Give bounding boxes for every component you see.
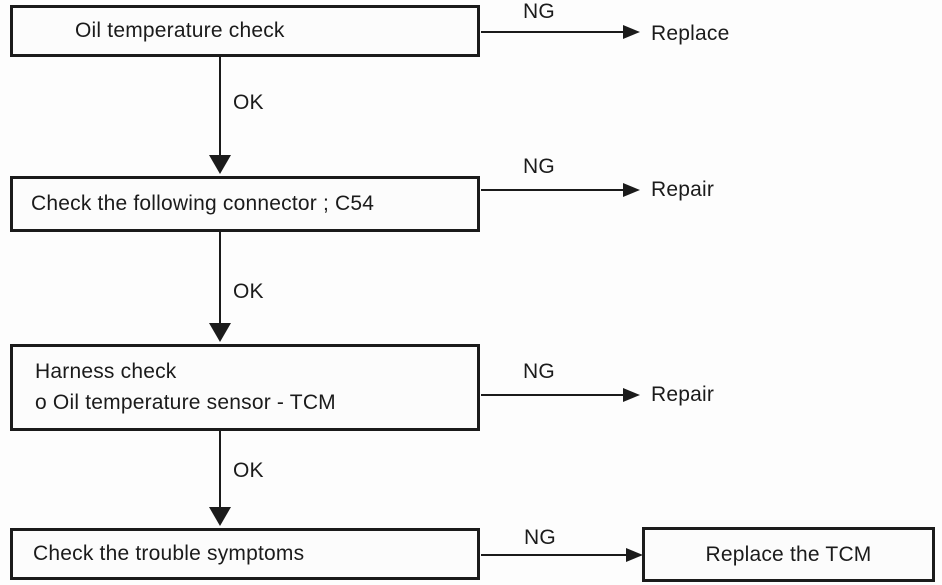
- arrowhead-down-icon: [209, 155, 231, 174]
- step-label: Check the following connector ; C54: [31, 192, 375, 215]
- ng-label: NG: [523, 155, 555, 178]
- arrowhead-down-icon: [209, 323, 231, 342]
- ok-label: OK: [233, 280, 264, 303]
- result-label-repair: Repair: [651, 178, 715, 201]
- result-label-repair: Repair: [651, 383, 715, 406]
- step-box-oil-temperature-check: Oil temperature check: [10, 5, 480, 57]
- result-label-replace: Replace: [651, 22, 730, 45]
- ng-arrow-line: [481, 31, 624, 33]
- result-label: Replace the TCM: [705, 542, 872, 566]
- arrowhead-right-icon: [623, 388, 640, 402]
- ng-arrow-line: [481, 554, 627, 556]
- ok-arrow-line: [219, 57, 221, 157]
- ng-label: NG: [524, 526, 556, 549]
- arrowhead-right-icon: [623, 183, 640, 197]
- ok-label: OK: [233, 91, 264, 114]
- arrowhead-right-icon: [626, 548, 643, 562]
- ng-arrow-line: [481, 189, 624, 191]
- step-box-harness-check: Harness check o Oil temperature sensor -…: [10, 344, 480, 431]
- ng-arrow-line: [481, 394, 624, 396]
- arrowhead-right-icon: [623, 25, 640, 39]
- ng-label: NG: [523, 360, 555, 383]
- step-box-check-connector: Check the following connector ; C54: [10, 176, 480, 232]
- ok-label: OK: [233, 459, 264, 482]
- ok-arrow-line: [219, 232, 221, 325]
- arrowhead-down-icon: [209, 507, 231, 526]
- step-label: Oil temperature check: [75, 19, 285, 42]
- ok-arrow-line: [219, 431, 221, 509]
- step-box-check-trouble-symptoms: Check the trouble symptoms: [10, 528, 480, 580]
- result-box-replace-tcm: Replace the TCM: [642, 527, 935, 582]
- step-label-line1: Harness check: [35, 360, 177, 384]
- ng-label: NG: [523, 0, 555, 23]
- step-label: Check the trouble symptoms: [33, 542, 305, 565]
- step-label-line2: o Oil temperature sensor - TCM: [35, 390, 336, 414]
